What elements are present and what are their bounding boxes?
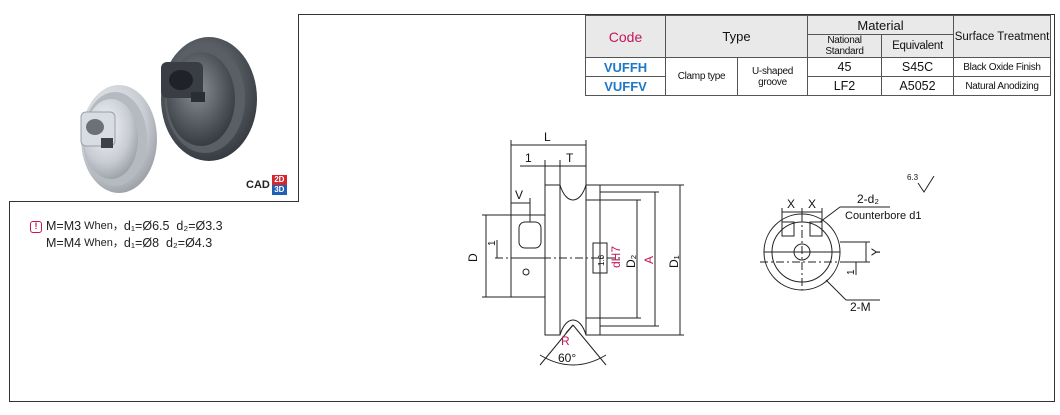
callout-2-d2: 2-d₂ (857, 192, 879, 206)
table-row: VUFFV LF2 A5052 Natural Anodizing (585, 76, 1051, 96)
note-m4-d2: d₂=Ø4.3 (165, 236, 213, 250)
roughness-value: 6.3 (907, 173, 919, 182)
dim-A: A (642, 256, 656, 264)
note-row-m3: ! M=M3 When， d₁=Ø6.5 d₂=Ø3.3 (30, 218, 223, 235)
dim-dH7: dH7 (609, 246, 623, 268)
surface-value: Natural Anodizing (953, 76, 1051, 96)
note-m3-prefix: M=M3 (46, 219, 82, 233)
pulley-render-image (80, 37, 257, 193)
callout-2-M: 2-M (850, 300, 871, 314)
national-standard-value: LF2 (807, 76, 882, 96)
cad-label: CAD (246, 179, 270, 191)
size-notes: ! M=M3 When， d₁=Ø6.5 d₂=Ø3.3 M=M4 When， … (30, 218, 223, 252)
note-m3-d1: d₁=Ø6.5 (123, 219, 170, 233)
cad-badge[interactable]: CAD 2D 3D (246, 175, 287, 195)
dim-D2: D₂ (624, 254, 638, 268)
dim-L: L (544, 130, 551, 144)
dim-X-right: X (808, 197, 816, 211)
product-photo (9, 14, 299, 202)
dim-V: V (515, 188, 523, 202)
roughness-box: 1.6 (597, 254, 606, 266)
dim-Y: Y (869, 248, 883, 256)
dim-D: D (466, 253, 480, 262)
callout-counterbore: Counterbore d1 (845, 210, 921, 222)
code-vuffv[interactable]: VUFFV (585, 76, 666, 96)
dim-T: T (566, 151, 574, 165)
header-equivalent: Equivalent (881, 34, 954, 58)
cad-2d-tag: 2D (271, 175, 287, 185)
dim-1-top: 1 (525, 151, 532, 165)
header-surface-treatment: Surface Treatment (953, 15, 1051, 58)
dim-D1: D₁ (667, 255, 681, 268)
national-standard-value: 45 (807, 57, 882, 77)
note-m4-d1: d₁=Ø8 (123, 236, 160, 250)
table-row: VUFFH Clamp type U-shaped groove 45 S45C… (585, 57, 1051, 96)
type-groove: U-shaped groove (737, 57, 808, 96)
dim-angle: 60° (558, 351, 576, 365)
dim-R: R (561, 334, 570, 348)
header-code: Code (585, 15, 666, 58)
note-m3-d2: d₂=Ø3.3 (176, 219, 223, 233)
dim-X-left: X (787, 197, 795, 211)
equivalent-value: A5052 (881, 76, 954, 96)
cad-3d-tag: 3D (271, 185, 287, 195)
spec-table: Code Type Material Surface Treatment Nat… (585, 15, 1051, 96)
note-row-m4: M=M4 When， d₁=Ø8 d₂=Ø4.3 (30, 235, 223, 252)
note-m4-cond: When， (81, 237, 124, 249)
note-m3-cond: When， (81, 220, 124, 232)
alert-icon: ! (30, 220, 42, 233)
note-m4-prefix: M=M4 (46, 236, 82, 250)
dim-1-side: 1 (487, 240, 498, 246)
dim-1-end: 1 (846, 269, 857, 275)
